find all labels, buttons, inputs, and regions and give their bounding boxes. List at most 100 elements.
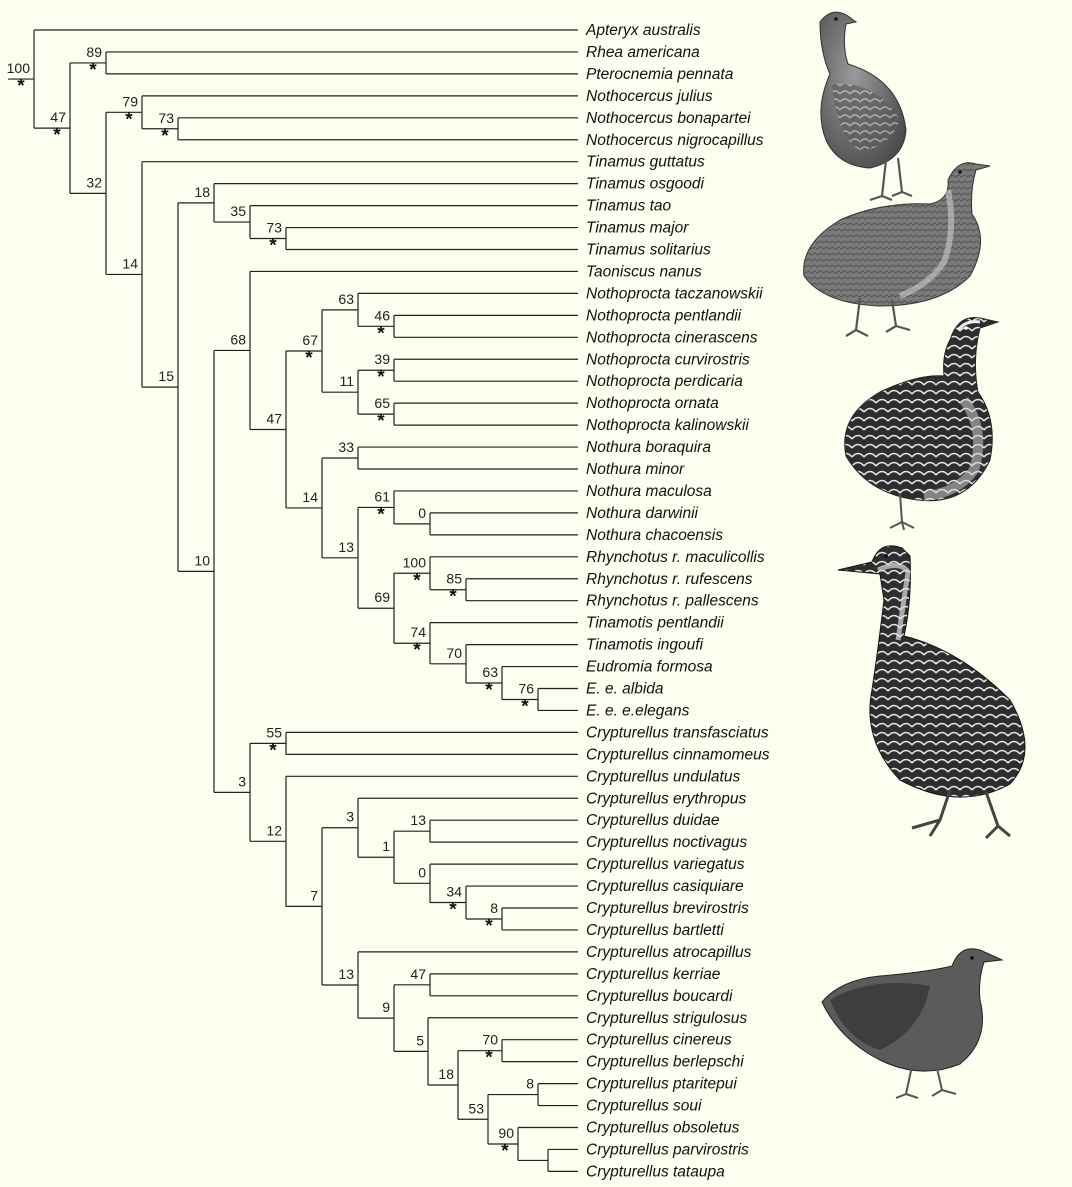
support-value: 61 [374,488,390,504]
taxon-label: Crypturellus variegatus [586,856,745,873]
support-value: 100 [403,554,427,570]
taxon-label: Rhynchotus r. pallescens [586,593,759,610]
taxon-label: Nothura chacoensis [586,527,723,544]
taxon-label: Apteryx australis [585,22,701,39]
taxon-label: Taoniscus nanus [586,263,702,280]
significance-asterisk: * [269,236,277,257]
support-value: 79 [122,93,138,109]
support-value: 10 [194,552,210,568]
significance-asterisk: * [485,916,493,937]
taxon-label: Tinamotis pentlandii [586,615,724,632]
taxon-label: Crypturellus duidae [586,812,720,829]
support-value: 33 [338,439,354,455]
taxon-label: Nothoprocta curvirostris [586,351,750,368]
taxon-label: Nothoprocta pentlandii [586,307,742,324]
taxon-label: Nothura darwinii [586,505,699,522]
taxon-label: Crypturellus obsoletus [586,1120,740,1137]
taxon-label: Crypturellus brevirostris [586,900,749,917]
taxon-label: Pterocnemia pennata [586,66,734,83]
taxon-label: Tinamus osgoodi [586,176,704,193]
taxon-label: E. e. e.elegans [586,702,690,719]
taxon-label: Crypturellus soui [586,1098,702,1115]
taxon-label: Tinamus guttatus [586,154,705,171]
support-value: 39 [374,351,390,367]
support-value: 74 [410,624,426,640]
taxon-label: Crypturellus boucardi [586,988,733,1005]
taxon-label: Crypturellus casiquiare [586,878,744,895]
support-value: 13 [410,812,426,828]
nothocercus-bird [820,12,912,200]
significance-asterisk: * [485,1048,493,1069]
support-value: 3 [238,773,246,789]
taxon-label: Nothocercus julius [586,88,713,105]
crypturellus-bird [822,949,1002,1098]
significance-asterisk: * [485,680,493,701]
support-value: 73 [266,220,282,236]
taxon-label: Rhynchotus r. rufescens [586,571,753,588]
support-value: 47 [50,109,66,125]
taxon-label: Nothura maculosa [586,483,712,500]
taxon-label: Crypturellus parvirostris [586,1141,749,1158]
support-value: 90 [498,1125,514,1141]
taxon-label: Tinamotis ingoufi [586,637,704,654]
support-value: 47 [266,410,282,426]
taxon-label: Crypturellus bartletti [586,922,724,939]
significance-asterisk: * [53,125,61,146]
significance-asterisk: * [17,76,25,97]
significance-asterisk: * [449,587,457,608]
support-values: 100*47*89*3279*73*1415183573*10684767*63… [7,44,535,1162]
significance-asterisk: * [449,900,457,921]
support-value: 0 [418,505,426,521]
support-value: 18 [194,184,210,200]
support-value: 68 [230,331,246,347]
support-value: 67 [302,332,318,348]
support-value: 70 [482,1032,498,1048]
support-value: 73 [158,110,174,126]
taxon-label: Crypturellus cinereus [586,1032,732,1049]
taxon-label: Nothura boraquira [586,439,711,456]
support-value: 15 [158,368,174,384]
taxon-label: Nothocercus nigrocapillus [586,132,764,149]
support-value: 9 [382,999,390,1015]
support-value: 69 [374,589,390,605]
support-value: 18 [438,1066,454,1082]
significance-asterisk: * [501,1141,509,1162]
support-value: 46 [374,307,390,323]
support-value: 63 [338,291,354,307]
support-value: 14 [302,489,318,505]
taxon-label: Nothoprocta perdicaria [586,373,743,390]
taxon-label: Crypturellus transfasciatus [586,724,769,741]
support-value: 7 [310,887,318,903]
significance-asterisk: * [89,60,97,81]
taxon-label: Eudromia formosa [586,659,713,676]
significance-asterisk: * [377,411,385,432]
support-value: 65 [374,395,390,411]
nothoprocta-bird [845,317,998,530]
significance-asterisk: * [269,740,277,761]
support-value: 8 [490,900,498,916]
taxon-label: Crypturellus tataupa [586,1163,725,1180]
taxon-label: Nothura minor [586,461,685,478]
significance-asterisk: * [125,109,133,130]
taxon-label: Nothoprocta ornata [586,395,719,412]
support-value: 55 [266,724,282,740]
taxon-label: Rhynchotus r. maculicollis [586,549,765,566]
taxon-label: E. e. albida [586,681,664,698]
support-value: 85 [446,571,462,587]
taxon-label: Nothoprocta cinerascens [586,329,758,346]
taxon-label: Crypturellus erythropus [586,790,746,807]
support-value: 63 [482,664,498,680]
taxon-label: Tinamus solitarius [586,242,711,259]
taxon-label: Tinamus tao [586,198,672,215]
significance-asterisk: * [305,348,313,369]
significance-asterisk: * [413,570,421,591]
taxon-label: Crypturellus ptaritepui [586,1076,737,1093]
support-value: 0 [418,864,426,880]
support-value: 13 [338,966,354,982]
tinamus-bird [804,163,990,336]
significance-asterisk: * [377,323,385,344]
support-value: 47 [410,966,426,982]
support-value: 13 [338,539,354,555]
taxon-label: Crypturellus atrocapillus [586,944,752,961]
